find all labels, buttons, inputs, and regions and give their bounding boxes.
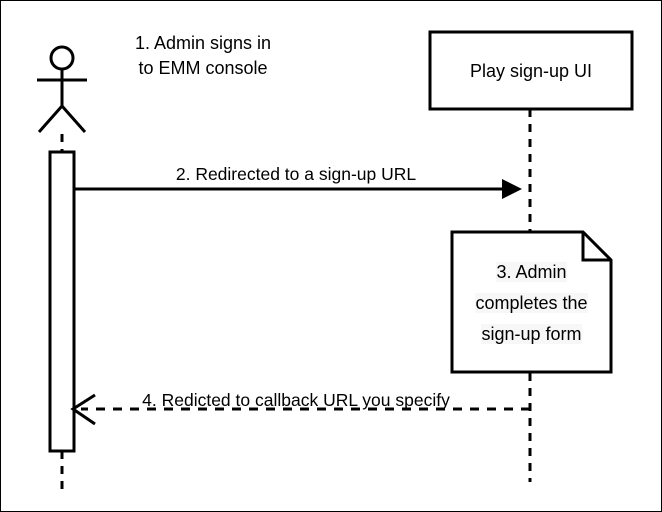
participant-label-play-ui: Play sign-up UI bbox=[469, 61, 593, 81]
actor-left-leg-line bbox=[37, 105, 64, 133]
actor-caption-line-1: 1. Admin signs in bbox=[134, 33, 272, 53]
actor-right-leg-line bbox=[60, 105, 87, 133]
actor-caption-admin: 1. Admin signs in to EMM console bbox=[97, 31, 309, 81]
note-text-signup-form: 3. Admin completes the sign-up form bbox=[453, 257, 610, 350]
actor-stick-figure bbox=[37, 45, 87, 133]
actor-activation-bar bbox=[48, 150, 76, 453]
note-text-line-2: completes the bbox=[475, 293, 588, 313]
actor-head-icon bbox=[49, 45, 75, 71]
message-2-label: 4. Redicted to callback URL you specify bbox=[142, 390, 450, 410]
message-1-label: 2. Redirected to a sign-up URL bbox=[175, 164, 417, 184]
note-text-line-1: 3. Admin bbox=[496, 262, 567, 282]
note-text-line-3: sign-up form bbox=[481, 324, 582, 344]
participant-box-play-ui[interactable] bbox=[428, 30, 634, 111]
message-1-arrowhead-icon bbox=[502, 179, 522, 199]
actor-caption-line-2: to EMM console bbox=[138, 58, 268, 78]
note-fold-corner-icon bbox=[581, 232, 611, 262]
message-2-arrowhead-icon bbox=[70, 393, 96, 426]
